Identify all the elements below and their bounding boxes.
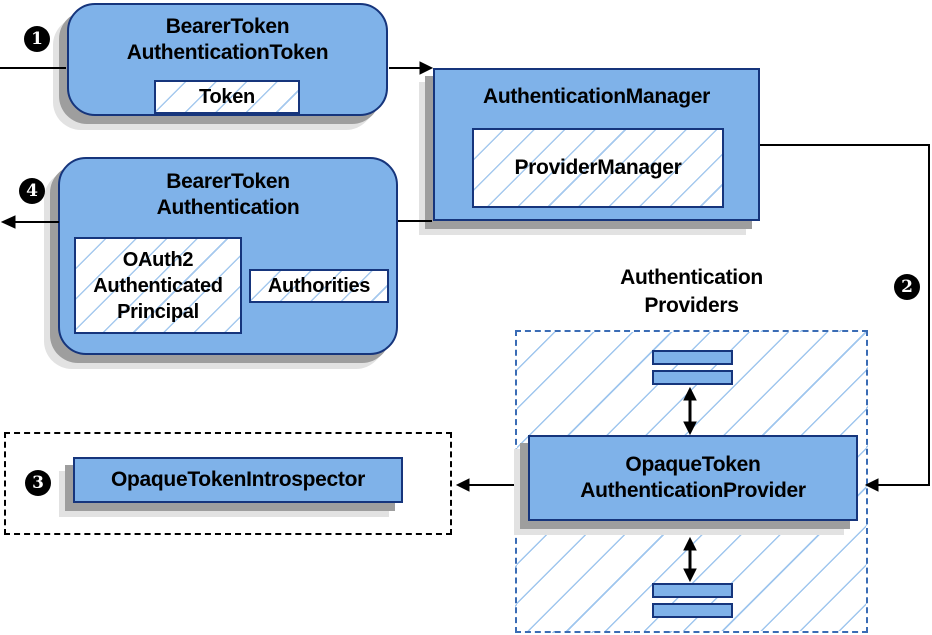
title-line2: Authentication	[156, 196, 300, 219]
node-bearer-token-authentication: BearerToken Authentication OAuth2 Authen…	[58, 157, 398, 355]
provider-manager-box: ProviderManager	[472, 128, 724, 208]
node-authentication-manager: AuthenticationManager ProviderManager	[433, 68, 760, 221]
provider-manager-label: ProviderManager	[514, 156, 682, 179]
node-opaque-token-authentication-provider: OpaqueToken AuthenticationProvider	[528, 435, 858, 521]
node-bearer-token-authentication-title: BearerToken Authentication	[60, 169, 396, 221]
title-line1: OpaqueToken	[625, 453, 761, 476]
arrowhead-authentication-out	[0, 215, 16, 229]
node-bearer-token-authentication-token: BearerToken AuthenticationToken Token	[67, 3, 388, 116]
provider-slot-bar-top-2	[652, 370, 733, 385]
provider-slot-bar-bottom-1	[652, 583, 733, 598]
title-line1: BearerToken	[165, 15, 290, 38]
arrowhead-provider-to-introspector	[455, 478, 470, 492]
provider-slot-bar-top-1	[652, 350, 733, 365]
authentication-providers-label: Authentication Providers	[515, 264, 868, 320]
authentication-providers-label-line1: Authentication	[620, 266, 763, 289]
title-line1: BearerToken	[166, 170, 290, 193]
title-line2: AuthenticationToken	[126, 41, 329, 64]
step-4-badge: 4	[19, 178, 45, 204]
step-1-badge: 1	[24, 26, 50, 52]
token-box: Token	[154, 80, 300, 114]
node-opaque-token-introspector: OpaqueTokenIntrospector	[73, 457, 403, 503]
opaque-token-introspector-label: OpaqueTokenIntrospector	[110, 468, 366, 491]
token-label: Token	[199, 86, 255, 108]
provider-slot-bar-bottom-2	[652, 603, 733, 618]
arrowhead-token-to-manager	[419, 61, 434, 75]
node-opaque-token-authentication-provider-title: OpaqueToken AuthenticationProvider	[530, 452, 856, 504]
authorities-label: Authorities	[267, 275, 371, 297]
authorities-box: Authorities	[249, 269, 389, 303]
authentication-providers-label-line2: Providers	[644, 294, 739, 317]
authentication-manager-title: AuthenticationManager	[482, 85, 711, 108]
step-2-badge: 2	[894, 274, 920, 300]
oauth2-authenticated-principal-label: OAuth2 Authenticated Principal	[93, 248, 223, 323]
step-3-badge: 3	[25, 470, 51, 496]
node-bearer-token-authentication-token-title: BearerToken AuthenticationToken	[69, 14, 386, 66]
oauth2-authenticated-principal-box: OAuth2 Authenticated Principal	[74, 237, 242, 334]
title-line2: AuthenticationProvider	[580, 479, 806, 502]
